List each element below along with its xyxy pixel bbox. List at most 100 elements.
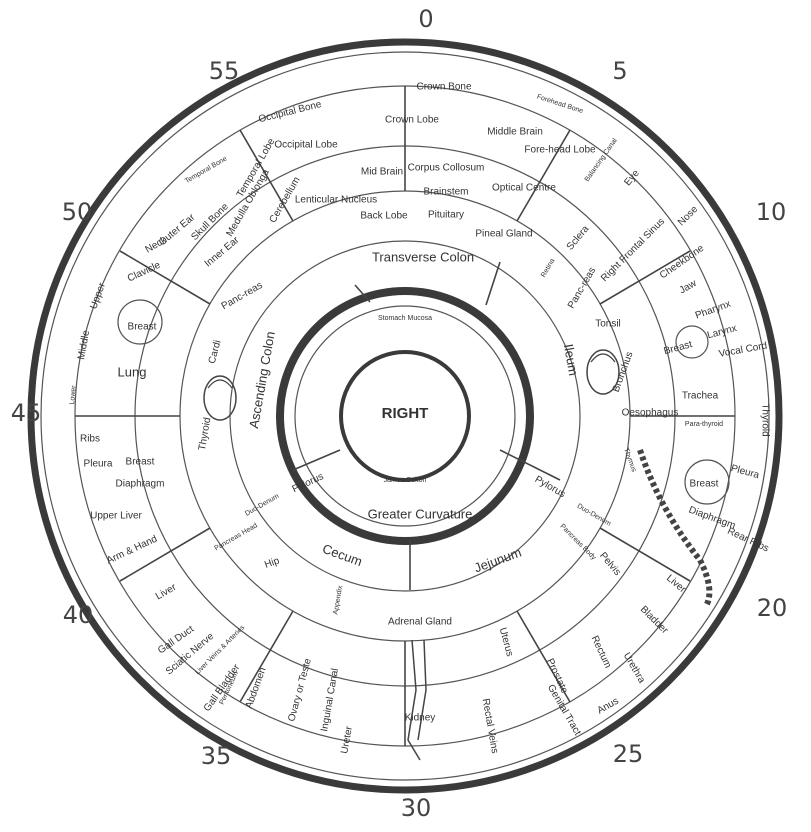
- uterus-label: Uterus: [497, 626, 515, 657]
- ascending-colon-label: Ascending Colon: [246, 330, 278, 429]
- ureter-label: Ureter: [339, 725, 355, 755]
- pharynx-label: Pharynx: [694, 299, 732, 322]
- oesophagus-label: Oesophagus: [622, 408, 679, 419]
- clavicle-label: Clavicle: [126, 260, 163, 285]
- upper-liver-label: Upper Liver: [90, 511, 142, 522]
- pupil-ring: [339, 350, 471, 482]
- forehead-lobe-label: Fore-head Lobe: [524, 145, 596, 156]
- clock-number-40: 40: [63, 601, 94, 629]
- breast-right-lower-label: Breast: [690, 479, 719, 490]
- pancreas-head-label: Pancreas Head: [214, 522, 259, 552]
- james-colton-label: James Colton: [384, 477, 427, 484]
- urethra-label: Urethra: [621, 651, 647, 686]
- greater-curvature-label: Greater Curvature: [368, 506, 473, 521]
- ovary-or-teste-label: Ovary or Teste: [286, 657, 314, 723]
- clock-number-45: 45: [11, 399, 42, 427]
- stomach-mucosa-label: Stomach Mucosa: [378, 315, 432, 322]
- pancreas-top-label: Panc-reas: [220, 280, 265, 312]
- outer-inner-ring: [40, 51, 770, 781]
- cecum-label: Cecum: [320, 541, 364, 569]
- corpus-collosum-label: Corpus Collosum: [408, 163, 485, 174]
- jaw-label: Jaw: [678, 278, 700, 297]
- breast-right-circle: [684, 459, 730, 505]
- diaphragm-left-label: Diaphragm: [116, 479, 165, 490]
- lung-label: Lung: [118, 364, 147, 379]
- inner-ear-label: Inner Ear: [203, 234, 242, 269]
- cheekbone-label: Cheekbone: [658, 243, 707, 282]
- forehead-bone-label: Forehead Bone: [536, 94, 584, 116]
- thyroid-left-label: Thyroid: [197, 417, 214, 452]
- clock-number-55: 55: [209, 57, 240, 85]
- clock-number-10: 10: [756, 198, 787, 226]
- rectum-label: Rectum: [589, 634, 614, 670]
- tonsil-label: Tonsil: [595, 319, 621, 330]
- nose-label: Nose: [676, 204, 701, 229]
- back-lobe-label: Back Lobe: [360, 211, 408, 222]
- middle-ring-inner: [294, 305, 516, 527]
- center-title: RIGHT: [382, 405, 429, 422]
- pineal-gland-label: Pineal Gland: [475, 229, 532, 240]
- trachea-label: Trachea: [682, 391, 719, 402]
- ribs-left-label: Ribs: [80, 434, 100, 445]
- pancreas-right-label: Panc-reas: [566, 266, 598, 311]
- thymus-label: Thymus: [622, 447, 637, 473]
- clock-number-50: 50: [62, 198, 93, 226]
- skull-bone-label: Skull Bone: [189, 201, 231, 243]
- brainstem-label: Brainstem: [423, 187, 468, 198]
- cardi-label: Cardi: [207, 339, 224, 365]
- clock-number-20: 20: [757, 594, 788, 622]
- rectal-veins-label: Rectal Veins: [480, 698, 500, 755]
- liver-left-label: Liver: [154, 582, 179, 603]
- anus-label: Anus: [595, 696, 620, 717]
- gall-bladder-label: Gall Bladder: [202, 662, 243, 714]
- sclera-label: Sclera: [565, 223, 592, 252]
- lenticular-nucleus-label: Lenticular Nucleus: [295, 195, 377, 206]
- mid-brain-label: Mid Brain: [361, 167, 403, 178]
- temporal-bone-label: Temporal Bone: [184, 155, 228, 185]
- pleura-left-label: Pleura: [84, 459, 113, 470]
- clock-number-5: 5: [612, 57, 627, 85]
- occipital-lobe-label: Occipital Lobe: [274, 140, 338, 151]
- leg-illustration: [407, 639, 427, 761]
- optical-centre-label: Optical Centre: [492, 183, 556, 194]
- breast-right-upper-circle: [675, 325, 709, 359]
- breast-left-lower-label: Breast: [126, 457, 155, 468]
- jejunum-label: Jejunum: [472, 545, 523, 576]
- transverse-colon-label: Transverse Colon: [372, 249, 474, 264]
- spine-illustration: [637, 449, 713, 608]
- right-frontal-sinus-label: Right Frontal Sinus: [599, 216, 667, 284]
- pylorus-right-label: Pylorus: [533, 474, 567, 500]
- lung-upper-label: Upper: [88, 281, 108, 311]
- larynx-label: Larynx: [706, 323, 738, 341]
- clock-number-35: 35: [201, 742, 232, 770]
- crown-bone-label: Crown Bone: [416, 82, 471, 93]
- clock-number-25: 25: [613, 740, 644, 768]
- vocal-cord-label: Vocal Cord: [718, 340, 768, 359]
- inguinal-canal-label: Inguinal Canal: [319, 668, 341, 733]
- clock-number-30: 30: [401, 794, 432, 822]
- lung-middle-label: Middle: [76, 329, 92, 360]
- appendix-label: Appendix: [332, 585, 344, 615]
- adrenal-gland-label: Adrenal Gland: [388, 617, 452, 628]
- radial-dividers: [75, 86, 735, 746]
- crown-lobe-label: Crown Lobe: [385, 115, 439, 126]
- clock-numbers: 0 5 10 20 25 30 35 40 45 50 55: [11, 5, 788, 822]
- breast-left-upper-label: Breast: [128, 322, 157, 333]
- heart-right-illustration: [586, 349, 620, 395]
- occipital-bone-label: Occipital Bone: [257, 99, 323, 125]
- breast-left-circle: [117, 299, 163, 345]
- pleura-right-label: Pleura: [730, 463, 761, 481]
- middle-ring-band: [276, 287, 534, 545]
- thyroid-right-label: Thyroid: [759, 403, 770, 436]
- lung-lower-label: Lower: [69, 385, 78, 405]
- pituitary-label: Pituitary: [428, 210, 464, 221]
- kidney-label: Kidney: [405, 713, 436, 724]
- arm-hand-label: Arm & Hand: [105, 534, 159, 567]
- breast-right-upper-label: Breast: [663, 339, 694, 357]
- hip-label: Hip: [263, 555, 281, 571]
- heart-left-illustration: [203, 375, 237, 421]
- outer-ring: [27, 38, 783, 794]
- clock-number-0: 0: [418, 5, 433, 33]
- middle-brain-label: Middle Brain: [487, 127, 543, 138]
